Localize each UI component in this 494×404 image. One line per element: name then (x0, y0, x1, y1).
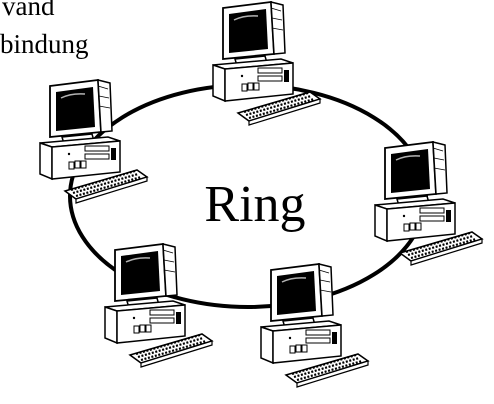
computer-node-5 (259, 262, 370, 389)
corner-label-line-2: bindung (0, 29, 89, 59)
desktop-computer-icon (103, 242, 214, 369)
desktop-computer-icon (373, 140, 484, 267)
desktop-computer-icon (38, 78, 149, 205)
computer-node-1 (211, 0, 322, 127)
ring-label: Ring (204, 176, 305, 233)
computer-node-2 (38, 78, 149, 205)
computer-node-3 (373, 140, 484, 267)
corner-label-line-1: vand (2, 0, 55, 21)
desktop-computer-icon (259, 262, 370, 389)
computer-node-4 (103, 242, 214, 369)
desktop-computer-icon (211, 0, 322, 127)
